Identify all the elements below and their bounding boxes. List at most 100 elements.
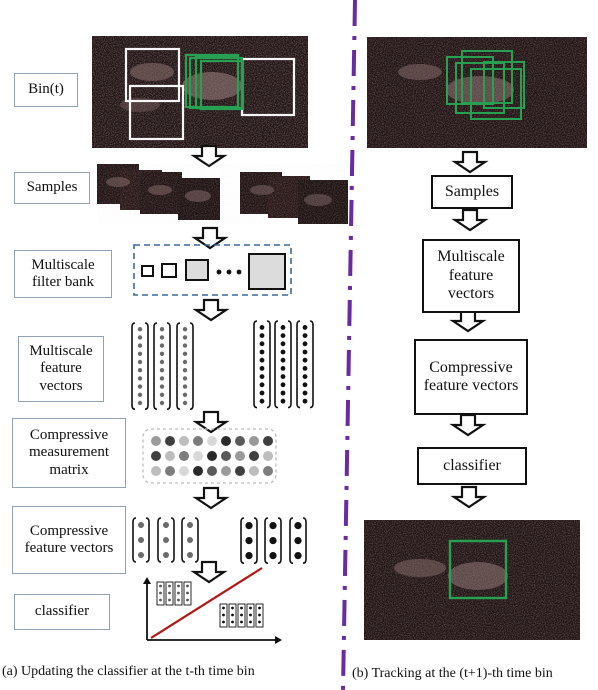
down-arrow-icon xyxy=(191,226,229,250)
matrix-dot xyxy=(207,451,217,461)
label-measurement-matrix-text: Compressive measurement matrix xyxy=(29,427,109,478)
classifier-point xyxy=(186,598,189,602)
matrix-dot xyxy=(165,436,175,446)
classifier-point xyxy=(177,584,180,588)
classifier-point xyxy=(258,606,261,610)
down-arrow-icon xyxy=(192,410,230,434)
matrix-dot xyxy=(179,436,189,446)
down-arrow-icon xyxy=(192,298,230,322)
track-box xyxy=(448,539,508,600)
vector-column xyxy=(181,517,199,563)
matrix-dot xyxy=(235,436,245,446)
vector-column xyxy=(176,322,194,410)
track-box xyxy=(455,62,505,114)
filter-bank-box xyxy=(133,244,292,296)
classifier-point xyxy=(249,613,252,617)
classifier-point xyxy=(186,584,189,588)
classifier-point xyxy=(231,620,234,624)
label-feature-vectors-right: Multiscale feature vectors xyxy=(422,239,520,313)
down-arrow-icon xyxy=(450,485,488,509)
sample-box xyxy=(124,47,181,103)
label-feature-vectors-right-text: Multiscale feature vectors xyxy=(437,248,505,303)
vector-column xyxy=(157,517,175,563)
down-arrow-icon xyxy=(449,309,487,333)
classifier-point xyxy=(222,620,225,624)
matrix-dot xyxy=(151,451,161,461)
bin-t-image xyxy=(92,36,308,148)
label-classifier-left: classifier xyxy=(14,594,110,630)
classifier-plot xyxy=(143,567,282,644)
classifier-point xyxy=(231,613,234,617)
classifier-point xyxy=(258,620,261,624)
label-feature-vectors-left-text: Multiscale feature vectors xyxy=(29,343,93,394)
matrix-dot xyxy=(193,451,203,461)
label-samples-right: Samples xyxy=(431,175,513,209)
label-samples-left-text: Samples xyxy=(26,179,78,196)
matrix-dot xyxy=(235,451,245,461)
classifier-point xyxy=(231,606,234,610)
matrix-dot xyxy=(193,466,203,476)
classifier-point xyxy=(168,591,171,595)
classifier-point xyxy=(222,613,225,617)
classifier-point xyxy=(249,606,252,610)
matrix-dot xyxy=(249,436,259,446)
track-box xyxy=(483,61,525,109)
down-arrow-icon xyxy=(449,413,487,437)
vector-column xyxy=(289,517,307,564)
vector-column xyxy=(153,322,171,410)
measurement-matrix xyxy=(142,428,277,484)
matrix-dot xyxy=(207,436,217,446)
matrix-dot xyxy=(179,451,189,461)
label-filter-bank: Multiscale filter bank xyxy=(14,250,112,298)
classifier-point xyxy=(159,584,162,588)
down-arrow-icon xyxy=(190,560,228,584)
down-arrow-icon xyxy=(451,150,489,174)
matrix-dot xyxy=(151,466,161,476)
matrix-dot xyxy=(249,466,259,476)
matrix-dot xyxy=(151,436,161,446)
sample-thumbnails xyxy=(97,164,348,224)
label-classifier-left-text: classifier xyxy=(34,603,90,620)
classifier-point xyxy=(240,620,243,624)
classifier-point xyxy=(177,591,180,595)
vector-column xyxy=(264,517,282,564)
classifier-point xyxy=(222,606,225,610)
matrix-dot xyxy=(165,466,175,476)
result-image xyxy=(364,520,580,640)
label-samples-left: Samples xyxy=(14,172,90,204)
label-compressive-right: Compressive feature vectors xyxy=(414,339,528,415)
classifier-point xyxy=(258,613,261,617)
classifier-point xyxy=(177,598,180,602)
label-filter-bank-text: Multiscale filter bank xyxy=(31,256,95,290)
matrix-dot xyxy=(235,466,245,476)
dashed-divider xyxy=(341,0,357,690)
matrix-dot xyxy=(221,436,231,446)
classifier-point xyxy=(168,598,171,602)
matrix-dot xyxy=(179,466,189,476)
classifier-point xyxy=(240,613,243,617)
down-arrow-icon xyxy=(190,144,228,168)
classifier-point xyxy=(159,598,162,602)
matrix-dot xyxy=(207,466,217,476)
compressive-vector-columns xyxy=(132,517,307,564)
label-measurement-matrix: Compressive measurement matrix xyxy=(12,418,126,488)
matrix-dot xyxy=(263,436,273,446)
vector-column xyxy=(253,320,271,409)
classifier-point xyxy=(168,584,171,588)
vector-column xyxy=(274,320,292,409)
track-box xyxy=(461,50,513,104)
track-box xyxy=(199,59,245,111)
classifier-point xyxy=(159,591,162,595)
classifier-point xyxy=(240,606,243,610)
matrix-dot xyxy=(193,436,203,446)
matrix-dot xyxy=(249,451,259,461)
label-compressive-right-text: Compressive feature vectors xyxy=(423,358,519,394)
sample-box xyxy=(128,84,185,141)
label-feature-vectors-left: Multiscale feature vectors xyxy=(18,336,104,402)
bin-t1-image xyxy=(367,37,587,148)
label-classifier-right-text: classifier xyxy=(443,456,501,474)
matrix-dot xyxy=(263,451,273,461)
caption-left: (a) Updating the classifier at the t-th … xyxy=(2,664,255,679)
label-compressive-left-text: Compressive feature vectors xyxy=(24,522,114,556)
